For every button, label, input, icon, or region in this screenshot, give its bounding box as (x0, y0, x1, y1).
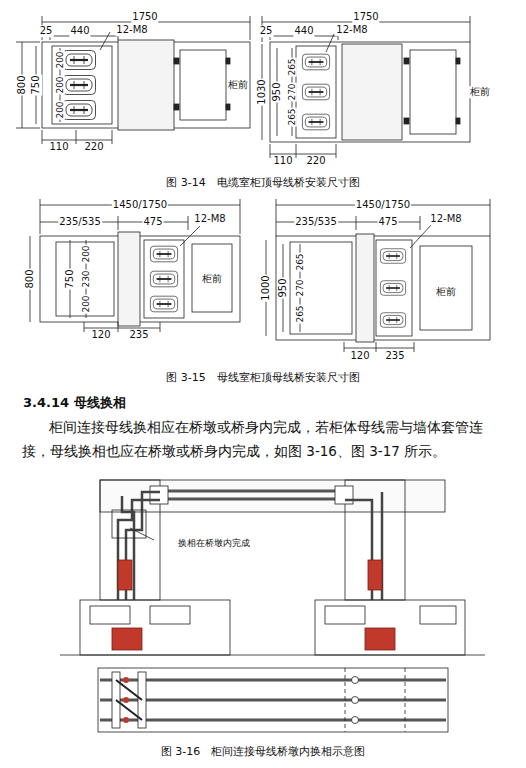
dimension: 110 (48, 141, 69, 153)
dimension: 265 (287, 57, 297, 76)
dimension: 1750 (352, 11, 379, 23)
dimension: 235 (384, 350, 405, 362)
dimension: 270 (295, 278, 305, 297)
bolt-spec: 12-M8 (115, 24, 148, 36)
dimension: 235/535 (58, 216, 102, 228)
dimension: 230 (81, 269, 91, 288)
dimension: 235/535 (294, 216, 338, 228)
dimension: 1750 (131, 11, 158, 23)
dimension: 110 (272, 155, 293, 167)
section-heading: 3.4.14 母线换相 (22, 396, 127, 411)
dimension: 270 (287, 82, 297, 101)
dimension: 440 (293, 25, 314, 37)
dimension: 235 (128, 329, 149, 341)
cable-room-plan-right (262, 16, 470, 158)
dimension: 200 (55, 50, 65, 69)
dimension: 475 (142, 216, 163, 228)
dimension: 265 (287, 107, 297, 126)
front-mark: 柜前 (201, 273, 223, 285)
dimension: 750 (30, 74, 42, 95)
body-paragraph: 柜间连接母线换相应在桥墩或桥身内完成，若柜体母线需与墙体套管连接，母线换相也应在… (22, 416, 506, 463)
busbar-room-plan-right (266, 199, 490, 352)
figure-caption: 图 3-16 柜间连接母线桥墩内换相示意图 (160, 746, 366, 759)
dimension: 220 (83, 141, 104, 153)
cable-room-plan-left (16, 16, 250, 144)
dimension: 220 (305, 155, 326, 167)
front-mark: 柜前 (227, 79, 249, 91)
dimension: 440 (69, 25, 90, 37)
dimension: 800 (24, 268, 36, 289)
phase-swap-elevation (60, 480, 485, 655)
dimension: 950 (277, 277, 289, 298)
dimension: 120 (90, 329, 111, 341)
figure-caption: 图 3-15 母线室柜顶母线桥安装尺寸图 (165, 372, 360, 385)
dimension: 950 (271, 81, 283, 102)
dimension: 200 (55, 100, 65, 119)
figure-caption: 图 3-14 电缆室柜顶母线桥安装尺寸图 (165, 177, 360, 190)
dimension: 200 (81, 294, 91, 313)
dimension: 1000 (260, 274, 272, 301)
dimension: 1030 (256, 78, 268, 105)
dimension: 265 (295, 252, 305, 271)
bolt-spec: 12-M8 (335, 24, 368, 36)
dimension: 800 (16, 74, 28, 95)
busbar-room-plan-left (30, 199, 240, 332)
dimension: 25 (259, 25, 274, 37)
bolt-spec: 12-M8 (193, 213, 226, 225)
dimension: 25 (39, 25, 54, 37)
dimension: 120 (349, 350, 370, 362)
front-mark: 柜前 (435, 286, 457, 298)
bolt-spec: 12-M8 (429, 213, 462, 225)
phase-swap-plan (98, 668, 448, 732)
front-mark: 柜前 (469, 86, 491, 98)
dimension: 200 (55, 75, 65, 94)
dimension: 475 (377, 216, 398, 228)
dimension: 200 (81, 244, 91, 263)
dimension: 265 (295, 304, 305, 323)
dimension: 750 (64, 268, 76, 289)
dimension: 1450/1750 (355, 199, 411, 211)
dimension: 1450/1750 (112, 199, 168, 211)
callout-label: 换相在桥墩内完成 (177, 538, 251, 548)
